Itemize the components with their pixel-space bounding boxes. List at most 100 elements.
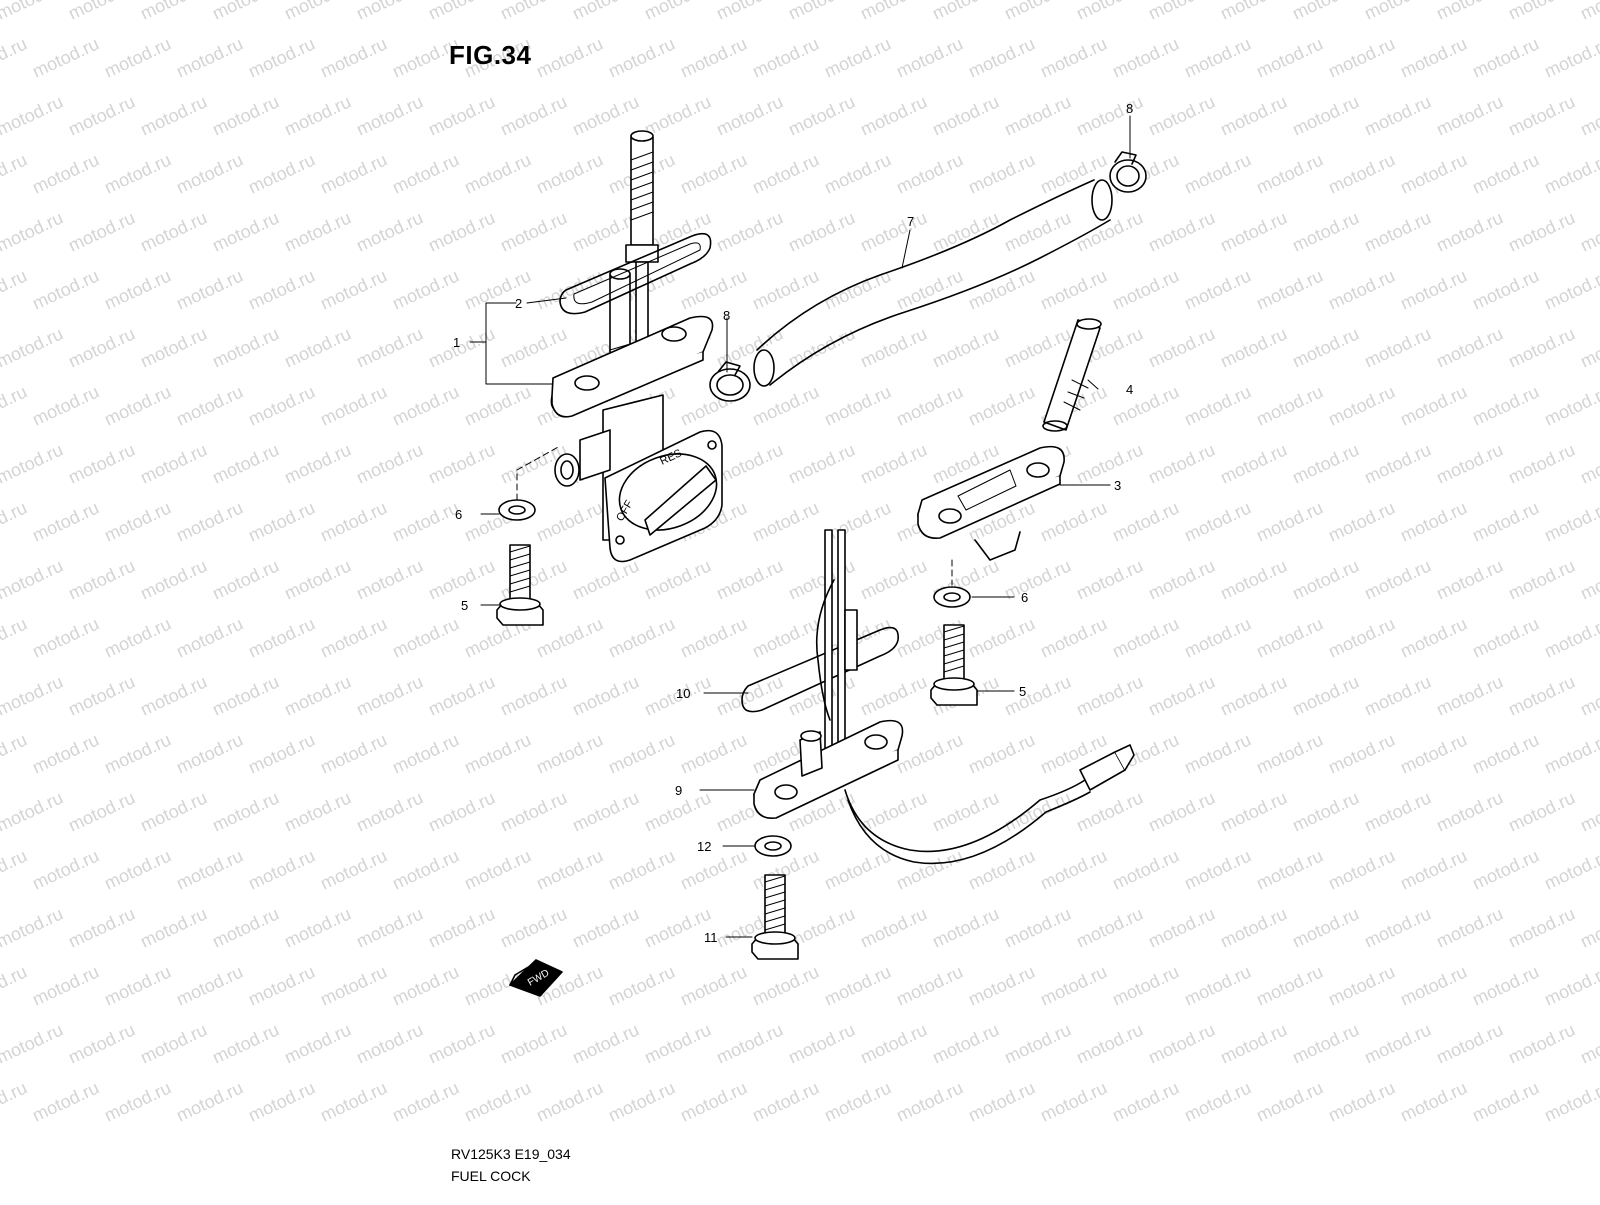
watermark-text: motod.ru	[281, 787, 354, 835]
watermark-layer: motod.ru motod.ru motod.ru motod.ru motod.ru…	[0, 0, 1600, 1126]
watermark-text: motod.ru	[461, 265, 534, 313]
watermark-text: motod.ru	[1433, 555, 1506, 603]
watermark-text: motod.ru	[965, 845, 1038, 893]
watermark-text: motod.ru	[785, 91, 858, 139]
watermark-text: motod.ru	[137, 207, 210, 255]
watermark-text: motod.ru	[857, 439, 930, 487]
watermark-text: motod.ru	[1145, 671, 1218, 719]
watermark-text: motod.ru	[1145, 555, 1218, 603]
watermark-text: motod.ru	[785, 0, 858, 24]
watermark-text: motod.ru	[353, 555, 426, 603]
watermark-text: motod.ru	[533, 729, 606, 777]
watermark-text: motod.ru	[1001, 787, 1074, 835]
watermark-text: motod.ru	[245, 265, 318, 313]
callout-7: 7	[907, 214, 914, 229]
watermark-text: motod.ru	[1361, 671, 1434, 719]
watermark-text: motod.ru	[677, 613, 750, 661]
callout-3: 3	[1114, 478, 1121, 493]
watermark-text: motod.ru	[641, 555, 714, 603]
watermark-text: motod.ru	[1541, 381, 1600, 429]
watermark-text: motod.ru	[1397, 613, 1470, 661]
watermark-text: motod.ru	[533, 1077, 606, 1125]
watermark-text: motod.ru	[137, 439, 210, 487]
watermark-text: motod.ru	[497, 91, 570, 139]
watermark-text: motod.ru	[1037, 497, 1110, 545]
watermark-text: motod.ru	[893, 961, 966, 1009]
watermark-text: motod.ru	[1037, 265, 1110, 313]
watermark-text: motod.ru	[749, 613, 822, 661]
watermark-text: motod.ru	[317, 845, 390, 893]
watermark-text: motod.ru	[1433, 787, 1506, 835]
watermark-text: motod.ru	[857, 91, 930, 139]
watermark-text: motod.ru	[1541, 149, 1600, 197]
watermark-text: motod.ru	[29, 33, 102, 81]
watermark-text: motod.ru	[0, 1077, 30, 1125]
watermark-text: motod.ru	[641, 91, 714, 139]
watermark-text: motod.ru	[1289, 439, 1362, 487]
watermark-text: motod.ru	[1073, 903, 1146, 951]
watermark-text: motod.ru	[173, 961, 246, 1009]
figure-code: RV125K3 E19_034	[451, 1146, 571, 1162]
watermark-text: motod.ru	[497, 671, 570, 719]
watermark-text: motod.ru	[101, 265, 174, 313]
watermark-text: motod.ru	[0, 265, 30, 313]
watermark-text: motod.ru	[1109, 33, 1182, 81]
watermark-text: motod.ru	[1325, 613, 1398, 661]
watermark-text: motod.ru	[1325, 961, 1398, 1009]
watermark-text: motod.ru	[317, 497, 390, 545]
watermark-text: motod.ru	[929, 207, 1002, 255]
watermark-text: motod.ru	[1361, 0, 1434, 24]
watermark-text: motod.ru	[389, 381, 462, 429]
watermark-text: motod.ru	[1505, 91, 1578, 139]
callout-4: 4	[1126, 382, 1133, 397]
callout-6b: 6	[1021, 590, 1028, 605]
watermark-text: motod.ru	[317, 381, 390, 429]
watermark-text: motod.ru	[785, 671, 858, 719]
hose-clamp-8a	[709, 361, 751, 402]
watermark-text: motod.ru	[857, 903, 930, 951]
watermark-text: motod.ru	[893, 265, 966, 313]
watermark-text: motod.ru	[713, 0, 786, 24]
watermark-text: motod.ru	[101, 1077, 174, 1125]
watermark-text: motod.ru	[1109, 613, 1182, 661]
watermark-text: motod.ru	[893, 33, 966, 81]
watermark-text: motod.ru	[137, 903, 210, 951]
callout-10: 10	[676, 686, 690, 701]
watermark-text: motod.ru	[1505, 555, 1578, 603]
watermark-text: motod.ru	[353, 439, 426, 487]
watermark-text: motod.ru	[533, 613, 606, 661]
watermark-text: motod.ru	[497, 207, 570, 255]
watermark-text: motod.ru	[1361, 903, 1434, 951]
watermark-text: motod.ru	[1325, 497, 1398, 545]
watermark-text: motod.ru	[1289, 903, 1362, 951]
watermark-text: motod.ru	[1577, 0, 1600, 24]
watermark-text: motod.ru	[173, 1077, 246, 1125]
watermark-text: motod.ru	[1001, 555, 1074, 603]
watermark-text: motod.ru	[1073, 555, 1146, 603]
callout-6a: 6	[455, 507, 462, 522]
watermark-text: motod.ru	[65, 787, 138, 835]
watermark-text: motod.ru	[1145, 207, 1218, 255]
watermark-text: motod.ru	[965, 149, 1038, 197]
watermark-text: motod.ru	[677, 149, 750, 197]
watermark-text: motod.ru	[1325, 33, 1398, 81]
watermark-text: motod.ru	[425, 671, 498, 719]
watermark-text: motod.ru	[533, 265, 606, 313]
watermark-text: motod.ru	[1541, 961, 1600, 1009]
watermark-text: motod.ru	[569, 555, 642, 603]
watermark-text: motod.ru	[0, 555, 66, 603]
watermark-text: motod.ru	[209, 787, 282, 835]
watermark-text: motod.ru	[0, 729, 30, 777]
watermark-text: motod.ru	[173, 729, 246, 777]
callout-5a: 5	[461, 598, 468, 613]
washer-6a	[498, 499, 536, 521]
watermark-text: motod.ru	[101, 961, 174, 1009]
watermark-text: motod.ru	[65, 323, 138, 371]
watermark-text: motod.ru	[1505, 439, 1578, 487]
watermark-text: motod.ru	[1541, 33, 1600, 81]
watermark-text: motod.ru	[245, 149, 318, 197]
watermark-text: motod.ru	[605, 961, 678, 1009]
watermark-text: motod.ru	[101, 381, 174, 429]
watermark-text: motod.ru	[245, 961, 318, 1009]
watermark-text: motod.ru	[1469, 961, 1542, 1009]
